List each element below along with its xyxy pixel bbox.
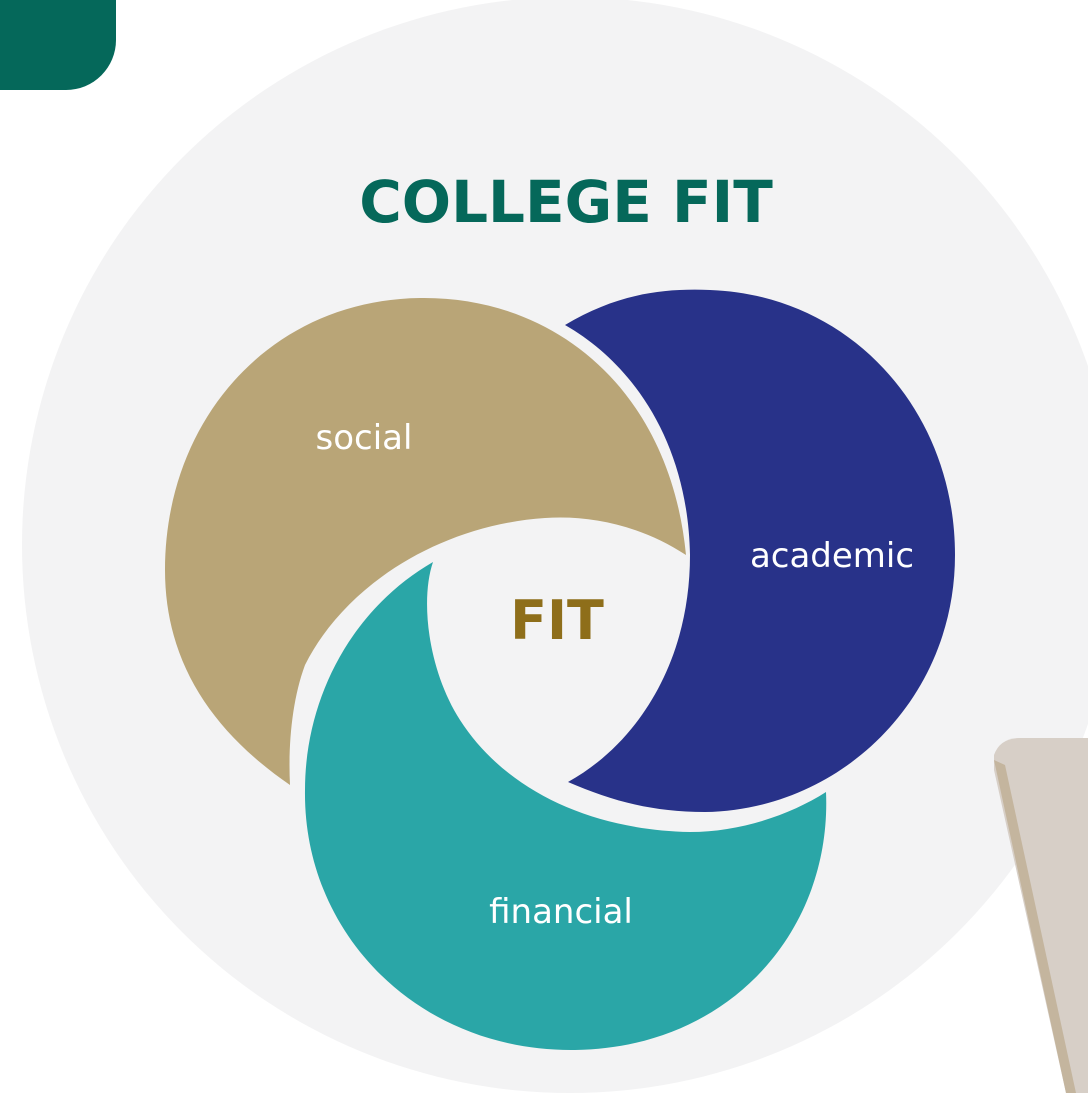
academic-segment <box>565 289 955 813</box>
academic-label: academic <box>750 536 914 576</box>
financial-segment <box>304 562 827 1051</box>
financial-label: financial <box>489 892 633 932</box>
diagram-title: COLLEGE FIT <box>359 168 773 236</box>
center-fit-label: FIT <box>510 589 604 652</box>
social-label: social <box>316 418 413 458</box>
laptop-edge-highlight <box>994 760 1076 1093</box>
corner-accent-shape <box>0 0 116 90</box>
social-segment <box>165 297 686 785</box>
